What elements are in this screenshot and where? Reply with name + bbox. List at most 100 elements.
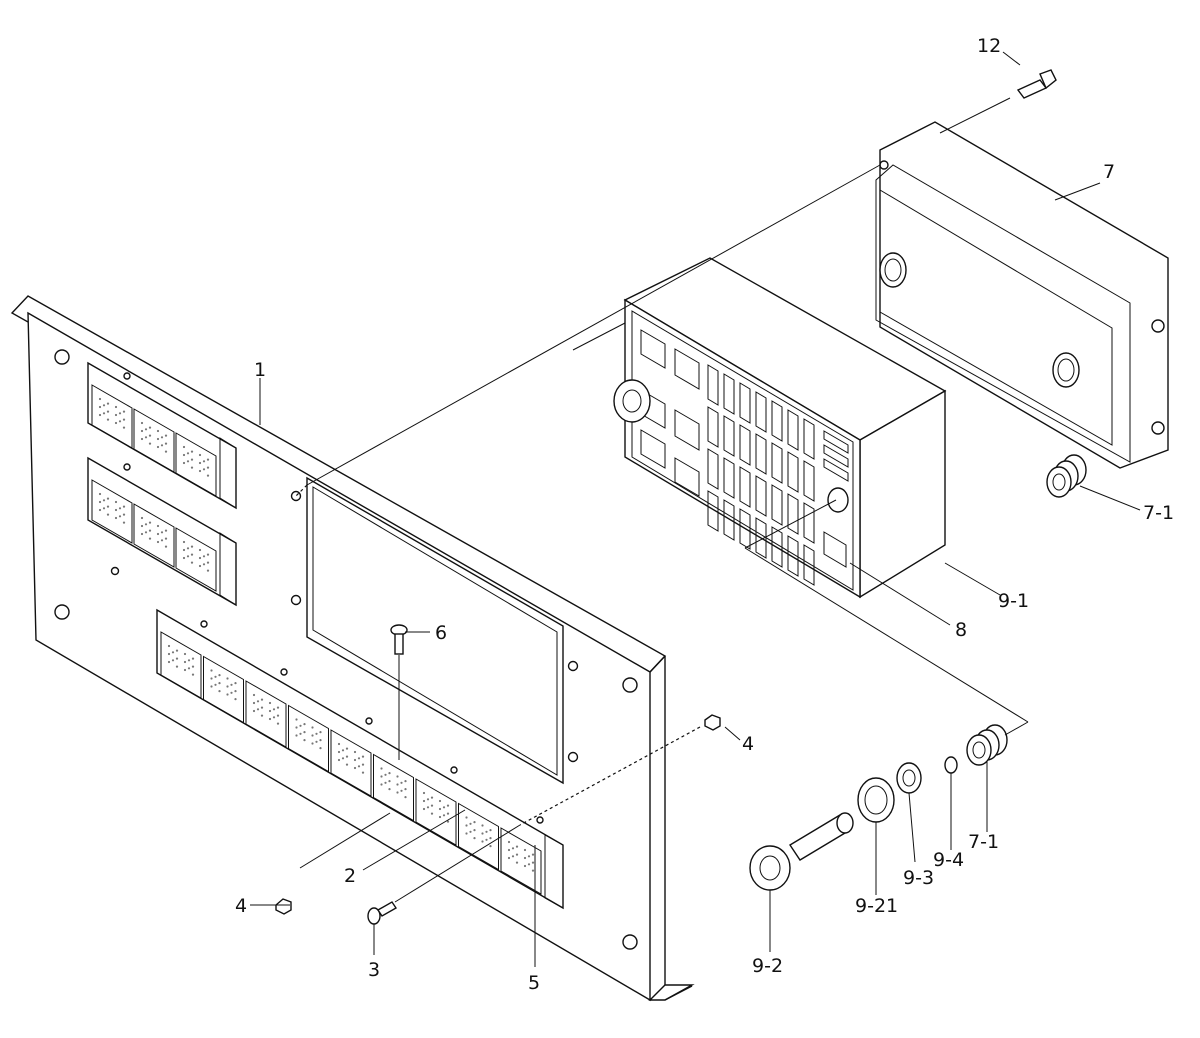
slot-cell — [739, 382, 751, 424]
segment-dot — [202, 460, 206, 463]
segment-dot — [384, 773, 387, 776]
segment-dot — [186, 555, 190, 558]
assembly-lines — [295, 97, 1029, 903]
plate-window — [306, 476, 564, 785]
segment-dot — [160, 436, 164, 439]
segment-dot — [118, 507, 122, 510]
segment-dot — [164, 537, 168, 540]
segment-dot — [276, 706, 280, 709]
segment-dot — [341, 757, 345, 760]
segment-dot — [523, 848, 527, 852]
segment-dot — [446, 812, 450, 815]
segment-dot — [187, 659, 191, 662]
segment-dot — [473, 829, 476, 832]
segment-dot — [489, 829, 492, 832]
segment-dot — [234, 690, 237, 693]
segment-dot — [191, 657, 195, 660]
segment-dot — [489, 845, 492, 848]
segment-dot — [485, 838, 488, 841]
segment-dot — [507, 848, 511, 852]
segment-dot — [438, 799, 442, 803]
callout-labels: 1 2 3 4 4 5 6 7 7-1 7-1 8 9-1 9-2 9-21 9… — [235, 35, 1174, 994]
slot-cell — [707, 448, 719, 490]
slot-cell — [787, 535, 799, 577]
slot-cell — [803, 418, 815, 460]
segment-dot — [187, 667, 191, 670]
segment-dot — [106, 505, 110, 508]
digit-cell — [458, 802, 499, 871]
segment-dot — [122, 426, 126, 429]
segment-dot — [190, 561, 194, 564]
segment-dot — [186, 547, 190, 550]
segment-dot — [140, 524, 144, 528]
segment-dot — [527, 863, 531, 866]
segment-dot — [114, 405, 118, 409]
segment-dot — [98, 500, 102, 504]
segment-dot — [303, 739, 306, 742]
segment-dot — [190, 553, 194, 556]
indicator-bar — [823, 430, 849, 454]
slot-cell — [803, 460, 815, 502]
digit-cell — [288, 704, 329, 773]
segment-dot — [186, 452, 190, 455]
segment-dot — [353, 766, 357, 770]
nut-4-lower — [275, 898, 292, 915]
slot-cell — [739, 466, 751, 508]
segment-dot — [140, 421, 144, 425]
segment-dot — [198, 548, 202, 552]
slot-cell — [707, 406, 719, 448]
segment-dot — [106, 402, 110, 405]
callout-4-lower: 4 — [235, 895, 247, 917]
segment-dot — [98, 405, 102, 409]
segment-dot — [182, 461, 186, 465]
digit-cell — [91, 384, 133, 449]
segment-dot — [388, 780, 391, 783]
slot-cell — [707, 490, 719, 532]
segment-dot — [206, 569, 210, 572]
segment-dot — [214, 675, 217, 678]
slot-cell — [755, 391, 767, 433]
segment-dot — [182, 540, 186, 544]
segment-dot — [122, 505, 126, 508]
segment-dot — [114, 508, 118, 512]
segment-dot — [260, 698, 264, 701]
segment-dot — [122, 410, 126, 413]
segment-dot — [206, 466, 210, 469]
shaft-9-2 — [749, 812, 854, 891]
digit-cell — [415, 778, 457, 846]
segment-dot — [148, 529, 152, 532]
segment-dot — [276, 722, 280, 725]
indicator-bar — [823, 458, 849, 482]
segment-dot — [276, 714, 280, 717]
callout-6: 6 — [435, 622, 447, 644]
slot-cell — [803, 544, 815, 586]
washer-9-3 — [896, 762, 922, 794]
display-module-upper — [87, 361, 237, 607]
segment-dot — [164, 450, 168, 453]
segment-dot — [252, 693, 256, 697]
segment-dot — [345, 755, 349, 758]
segment-dot — [156, 532, 160, 536]
segment-dot — [311, 734, 314, 737]
segment-dot — [171, 651, 175, 654]
segment-dot — [106, 513, 110, 516]
slot-cell — [755, 475, 767, 517]
segment-dot — [400, 781, 403, 784]
segment-dot — [438, 815, 442, 819]
segment-dot — [171, 659, 175, 662]
segment-dot — [160, 444, 164, 447]
callout-12: 12 — [977, 35, 1001, 57]
segment-dot — [140, 516, 144, 520]
screw-3 — [367, 901, 397, 925]
segment-dot — [404, 796, 407, 799]
callout-5: 5 — [528, 972, 540, 994]
digit-cell — [175, 527, 217, 592]
digit-cell — [330, 729, 372, 797]
segment-dot — [122, 513, 126, 516]
segment-dot — [183, 652, 187, 656]
segment-dot — [337, 742, 341, 746]
instrument-housing — [623, 257, 947, 599]
slot-cell — [723, 373, 735, 415]
callout-4-upper: 4 — [742, 733, 754, 755]
